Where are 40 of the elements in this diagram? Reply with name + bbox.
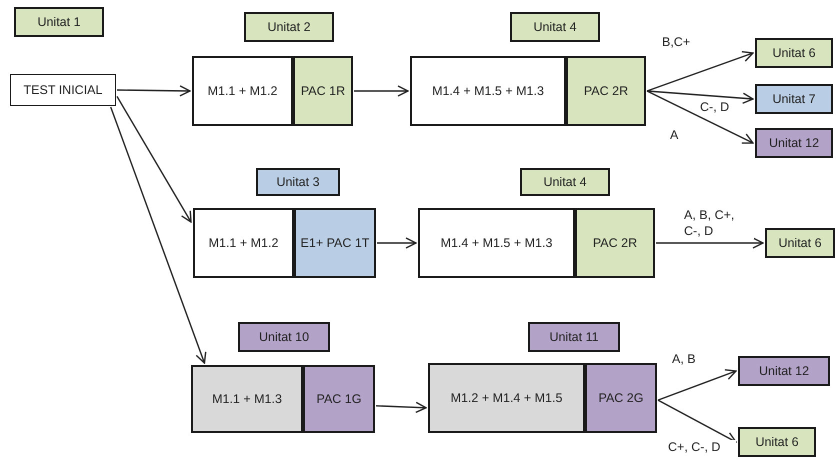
module-box: M1.2 + M1.4 + M1.5 xyxy=(428,363,585,433)
unit-box: Unitat 6 xyxy=(765,228,835,258)
module-box: PAC 2R xyxy=(566,56,646,126)
arrow xyxy=(646,90,754,144)
module-box: PAC 2R xyxy=(575,208,655,278)
arrow xyxy=(110,106,206,364)
arrow xyxy=(646,50,754,92)
arrow xyxy=(646,90,754,104)
arrow xyxy=(377,237,417,249)
arrow xyxy=(658,369,737,401)
unit-box: Unitat 2 xyxy=(244,12,334,42)
unit-box: Unitat 4 xyxy=(520,168,610,196)
unit-box: Unitat 12 xyxy=(755,128,833,158)
module-box: M1.1 + M1.2 xyxy=(192,56,293,126)
edge-label: A, B, C+, C-, D xyxy=(684,208,754,240)
edge-label: C+, C-, D xyxy=(668,440,736,456)
unit-box: Unitat 1 xyxy=(14,7,104,37)
arrow xyxy=(117,85,191,97)
module-box: E1+ PAC 1T xyxy=(294,208,376,278)
arrow xyxy=(116,96,192,223)
unit-box: Unitat 10 xyxy=(238,322,330,352)
unit-box: Unitat 11 xyxy=(528,322,620,352)
module-box: PAC 2G xyxy=(585,363,657,433)
arrow xyxy=(354,85,409,97)
unit-box: Unitat 6 xyxy=(738,427,816,457)
module-box: M1.1 + M1.3 xyxy=(191,365,303,433)
arrow xyxy=(658,399,737,443)
unit-box: Unitat 4 xyxy=(510,12,600,42)
unit-box: Unitat 3 xyxy=(256,168,340,196)
module-box: M1.4 + M1.5 + M1.3 xyxy=(418,208,575,278)
unit-box: Unitat 6 xyxy=(755,38,833,68)
module-box: TEST INICIAL xyxy=(10,74,116,106)
arrow xyxy=(656,237,764,249)
module-box: PAC 1G xyxy=(303,365,375,433)
unit-box: Unitat 12 xyxy=(738,356,830,386)
module-box: PAC 1R xyxy=(293,56,353,126)
module-box: M1.1 + M1.2 xyxy=(193,208,294,278)
module-box: M1.4 + M1.5 + M1.3 xyxy=(410,56,566,126)
arrow xyxy=(376,402,427,414)
unit-box: Unitat 7 xyxy=(755,84,833,114)
